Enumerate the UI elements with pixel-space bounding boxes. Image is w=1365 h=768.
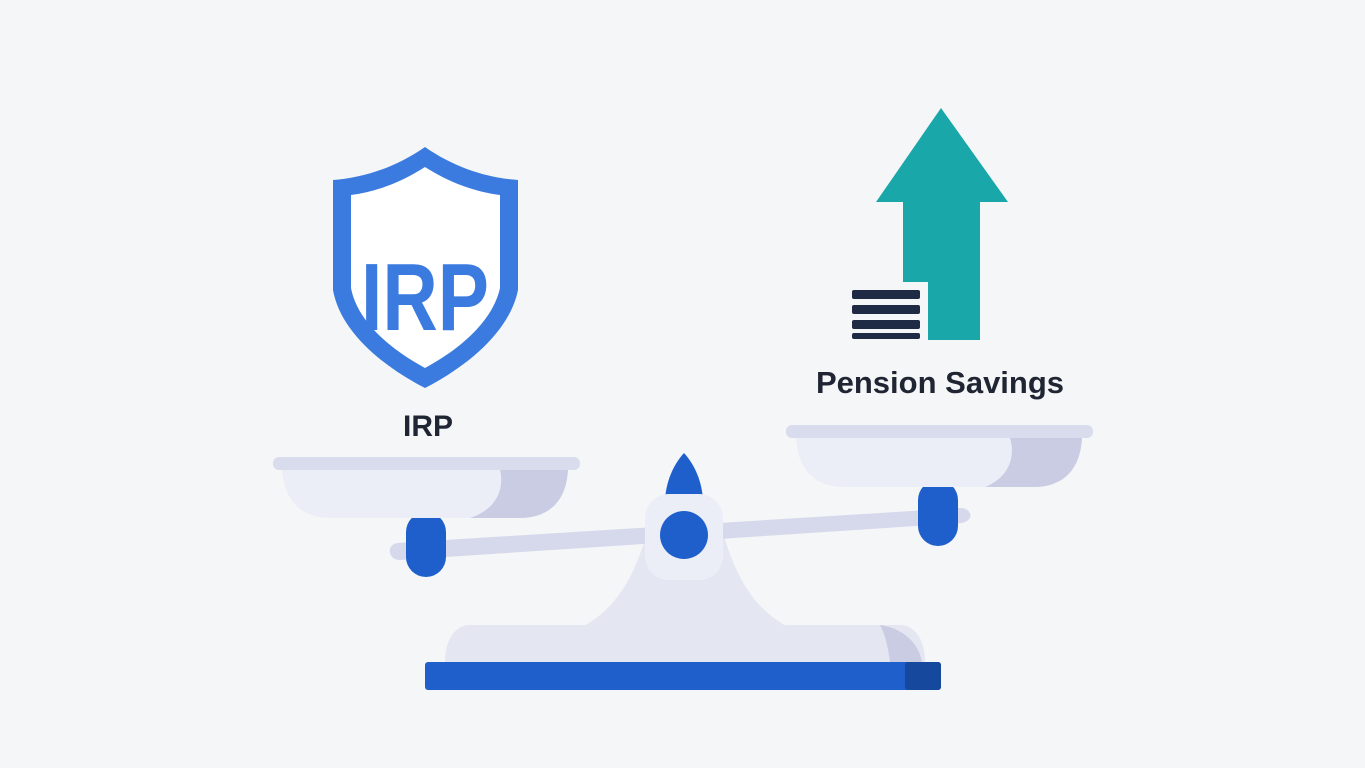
pension-savings-label: Pension Savings [815, 365, 1065, 400]
shield-text: IRP [361, 244, 489, 351]
shield-icon: IRP [333, 147, 518, 388]
stacked-bars-icon [848, 282, 928, 342]
irp-label: IRP [402, 410, 453, 443]
balance-scale-icon [273, 425, 1093, 690]
